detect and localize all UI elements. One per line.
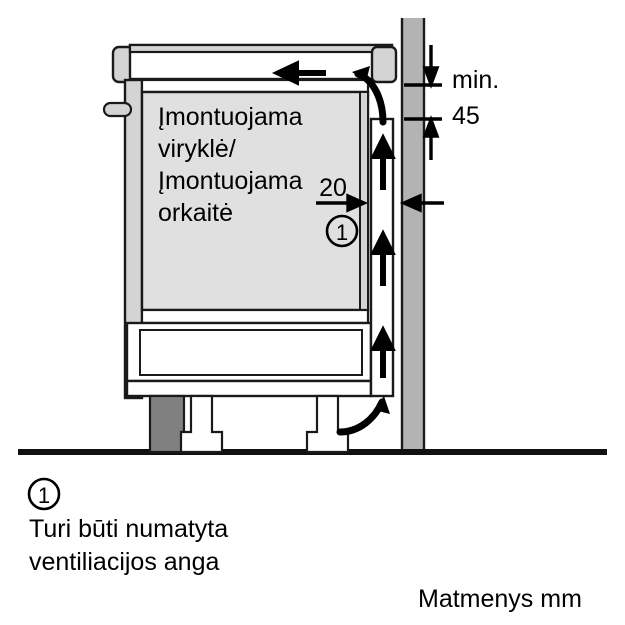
appliance-label-line-2: viryklė/	[158, 135, 236, 163]
appliance-divider	[140, 308, 370, 325]
leg-left	[179, 394, 224, 454]
curved-arrow-icon	[352, 66, 387, 126]
airflow-arrows	[370, 133, 396, 378]
appliance-side-handle	[102, 101, 133, 118]
dimension-arrow-icon	[422, 45, 440, 89]
up-arrow-icon	[370, 325, 396, 378]
dimension-min-45: min. 45	[404, 45, 499, 160]
appliance-body	[102, 78, 373, 400]
appliance-label: Įmontuojama viryklė/ Įmontuojama orkaitė	[158, 103, 303, 227]
leg-right	[305, 394, 350, 454]
callout-number: 1	[336, 220, 348, 245]
dimension-min-label: min.	[452, 66, 499, 94]
worktop-top-strip	[128, 43, 394, 54]
dimension-arrow-icon	[316, 193, 369, 213]
footnote-callout-circle	[27, 477, 61, 511]
appliance-drawer-inner	[139, 329, 363, 376]
appliance-base-rail	[125, 379, 373, 398]
dimension-arrow-icon	[422, 115, 440, 160]
footnote-callout-number: 1	[38, 483, 50, 508]
curved-arrow-icon	[336, 396, 390, 436]
footnote-line-2: ventiliacijos anga	[29, 548, 219, 576]
up-arrow-icon	[370, 229, 396, 286]
worktop-slab	[111, 43, 398, 84]
plinth-block	[148, 394, 186, 454]
wall-column	[400, 18, 426, 455]
appliance-upper-gap	[140, 78, 370, 94]
dimension-20-value: 20	[319, 174, 347, 202]
units-label-group: Matmenys mm	[418, 585, 582, 613]
footnote-line-1: Turi būti numatyta	[29, 515, 228, 543]
up-arrow-icon	[370, 133, 396, 190]
left-arrow-icon	[271, 60, 326, 86]
dimension-20: 20	[316, 174, 444, 213]
callout-circle	[325, 214, 359, 248]
appliance-label-line-1: Įmontuojama	[158, 103, 303, 131]
units-label: Matmenys mm	[418, 585, 582, 613]
callout-marker-diagram: 1	[325, 214, 359, 248]
footnote-block: 1 Turi būti numatyta ventiliacijos anga	[27, 477, 228, 576]
dimension-45-value: 45	[452, 102, 480, 130]
worktop-right-cap	[370, 45, 398, 84]
dimension-arrow-icon	[399, 193, 444, 213]
appliance-legs	[148, 394, 350, 454]
appliance-label-line-3: Įmontuojama	[158, 167, 303, 195]
appliance-label-line-4: orkaitė	[158, 199, 233, 227]
